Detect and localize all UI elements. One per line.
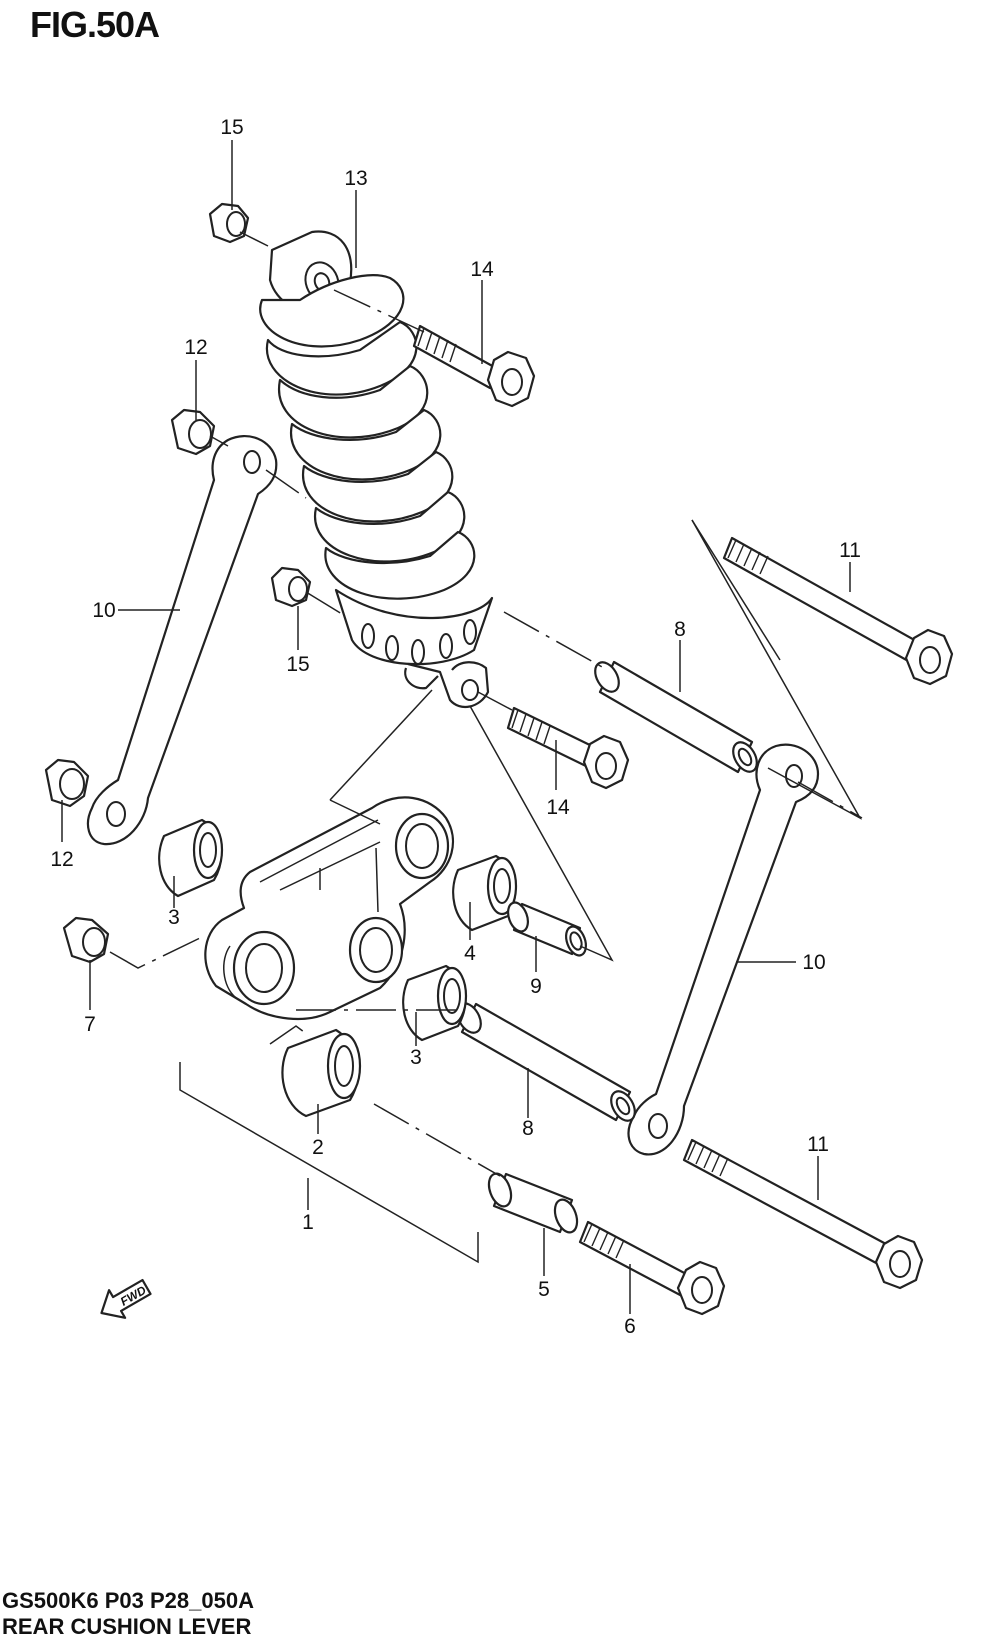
callout-15-mid: 15 <box>286 653 309 676</box>
callout-10-left: 10 <box>92 599 115 622</box>
flange-nut-7[interactable] <box>62 916 110 964</box>
figure-title: FIG.50A <box>30 4 160 45</box>
spacer-8-lower[interactable] <box>452 999 639 1125</box>
callout-11-upper: 11 <box>839 539 861 562</box>
callout-3-upper: 3 <box>168 906 180 929</box>
callout-9: 9 <box>530 975 542 998</box>
callout-13: 13 <box>344 167 367 190</box>
bolt-11-upper[interactable] <box>722 536 954 686</box>
flange-nut-15-mid[interactable] <box>270 566 312 608</box>
callout-3-lower: 3 <box>410 1046 422 1069</box>
callout-6: 6 <box>624 1315 636 1338</box>
callout-4: 4 <box>464 942 476 965</box>
callout-14-upper: 14 <box>470 258 494 281</box>
callout-15-top: 15 <box>220 116 243 139</box>
bearing-3-lower[interactable] <box>402 964 468 1042</box>
callout-10-right: 10 <box>802 951 825 974</box>
callout-2: 2 <box>312 1136 324 1159</box>
spacer-9[interactable] <box>504 900 589 958</box>
callout-11-lower: 11 <box>807 1133 829 1156</box>
bearing-3-upper[interactable] <box>158 818 224 898</box>
bolt-14-lower[interactable] <box>506 706 630 790</box>
bearing-2[interactable] <box>281 1028 362 1118</box>
callout-8-upper: 8 <box>674 618 686 641</box>
spacer-8-upper[interactable] <box>590 658 761 776</box>
callout-1: 1 <box>302 1211 314 1234</box>
model-code: GS500K6 P03 P28_050A <box>2 1588 254 1613</box>
cushion-lever[interactable] <box>204 796 454 1021</box>
callout-5: 5 <box>538 1278 550 1301</box>
flange-nut-15-top[interactable] <box>208 202 250 244</box>
bearing-4[interactable] <box>452 854 518 932</box>
cushion-rod-10-right[interactable] <box>627 743 820 1156</box>
rear-shock-absorber[interactable] <box>259 230 494 709</box>
spacer-5[interactable] <box>485 1171 581 1236</box>
flange-nut-12-top[interactable] <box>170 408 216 456</box>
callout-14-lower: 14 <box>546 796 570 819</box>
bolt-14-upper[interactable] <box>412 324 536 408</box>
fwd-arrow-icon: FWD <box>100 1278 152 1319</box>
callout-8-lower: 8 <box>522 1117 534 1140</box>
figure-name: REAR CUSHION LEVER <box>2 1614 252 1639</box>
bolt-11-lower[interactable] <box>682 1138 924 1290</box>
callout-12-bottom: 12 <box>50 848 73 871</box>
cushion-rod-10-left[interactable] <box>86 435 278 846</box>
flange-nut-12-bottom[interactable] <box>44 758 90 808</box>
callout-7: 7 <box>84 1013 96 1036</box>
callout-12-top: 12 <box>184 336 207 359</box>
bolt-6[interactable] <box>578 1220 726 1316</box>
